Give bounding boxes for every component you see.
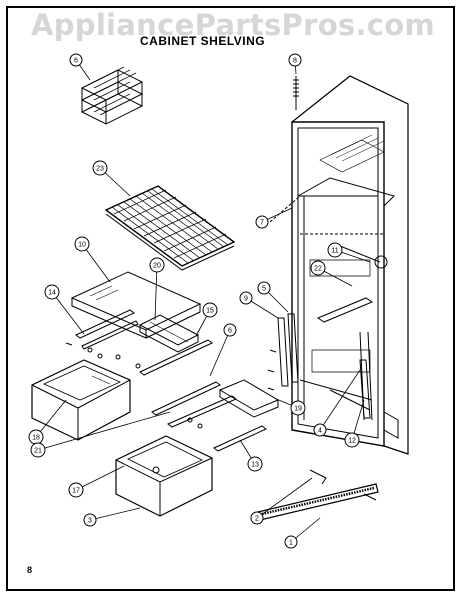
callouts: 6 8 23 7 10 20 11 22 14 15 9 5 6 18 21 1…: [28, 53, 360, 549]
diagram-title: CABINET SHELVING: [140, 34, 266, 48]
leader-lines: [35, 59, 371, 543]
upper-crisper-drawer-part: [31, 359, 131, 441]
shelf-frame-part: [138, 314, 200, 353]
callout-12: 12: [344, 432, 360, 448]
page-number: 8: [27, 565, 33, 575]
callout-13: 13: [247, 456, 263, 472]
upper-rails-part: [65, 309, 277, 391]
callout-22: 22: [310, 260, 326, 276]
callout-label: 11: [331, 248, 338, 255]
callout-7: 7: [255, 215, 269, 229]
kick-plate-grille-part: [257, 469, 379, 521]
callout-4: 4: [313, 423, 327, 437]
page-frame: [6, 6, 455, 591]
callout-14: 14: [44, 284, 60, 300]
callout-11: 11: [327, 242, 343, 258]
callout-label: 7: [260, 220, 264, 227]
refrigerator-cabinet: [291, 75, 409, 455]
callout-9: 9: [239, 291, 253, 305]
callout-label: 8: [293, 58, 297, 65]
callout-label: 5: [262, 286, 266, 293]
callout-label: 2: [255, 516, 259, 523]
callout-10: 10: [74, 236, 90, 252]
callout-23: 23: [92, 160, 108, 176]
callout-label: 14: [48, 290, 56, 297]
small-rack-part: [80, 66, 144, 125]
callout-19: 19: [290, 400, 306, 416]
callout-20: 20: [149, 257, 165, 273]
callout-label: 20: [153, 263, 161, 270]
callout-label: 22: [314, 266, 322, 273]
callout-21: 21: [30, 442, 46, 458]
callout-label: 15: [206, 308, 214, 315]
callout-label: 10: [78, 242, 86, 249]
callout-label: 6: [228, 328, 232, 335]
callout-2: 2: [250, 511, 264, 525]
callout-17: 17: [68, 482, 84, 498]
callout-label: 18: [32, 435, 40, 442]
callout-label: 1: [289, 540, 293, 547]
callout-5: 5: [257, 281, 271, 295]
callout-18: 18: [28, 429, 44, 445]
part-7-bracket: [269, 195, 301, 223]
callout-1: 1: [284, 535, 298, 549]
watermark: AppliancePartsPros.com: [30, 8, 436, 42]
vertical-support-parts: [329, 359, 371, 419]
callout-8: 8: [288, 53, 302, 67]
callout-6-rack: 6: [69, 53, 83, 67]
callout-label: 12: [348, 438, 356, 445]
callout-label: 9: [244, 296, 248, 303]
side-rail-parts: [277, 313, 299, 387]
callout-label: 21: [34, 448, 42, 455]
callout-label: 3: [88, 518, 92, 525]
screw-part: [293, 76, 299, 110]
wire-shelf-part: [104, 185, 236, 271]
callout-15: 15: [202, 302, 218, 318]
lower-rails-part: [151, 379, 280, 452]
callout-label: 19: [294, 406, 302, 413]
lower-crisper-drawer-part: [115, 435, 213, 517]
callout-label: 4: [318, 428, 322, 435]
callout-label: 13: [251, 462, 259, 469]
callout-label: 23: [96, 166, 104, 173]
callout-6-rail: 6: [223, 323, 237, 337]
callout-3: 3: [83, 513, 97, 527]
callout-label: 17: [72, 488, 80, 495]
callout-label: 6: [74, 58, 78, 65]
